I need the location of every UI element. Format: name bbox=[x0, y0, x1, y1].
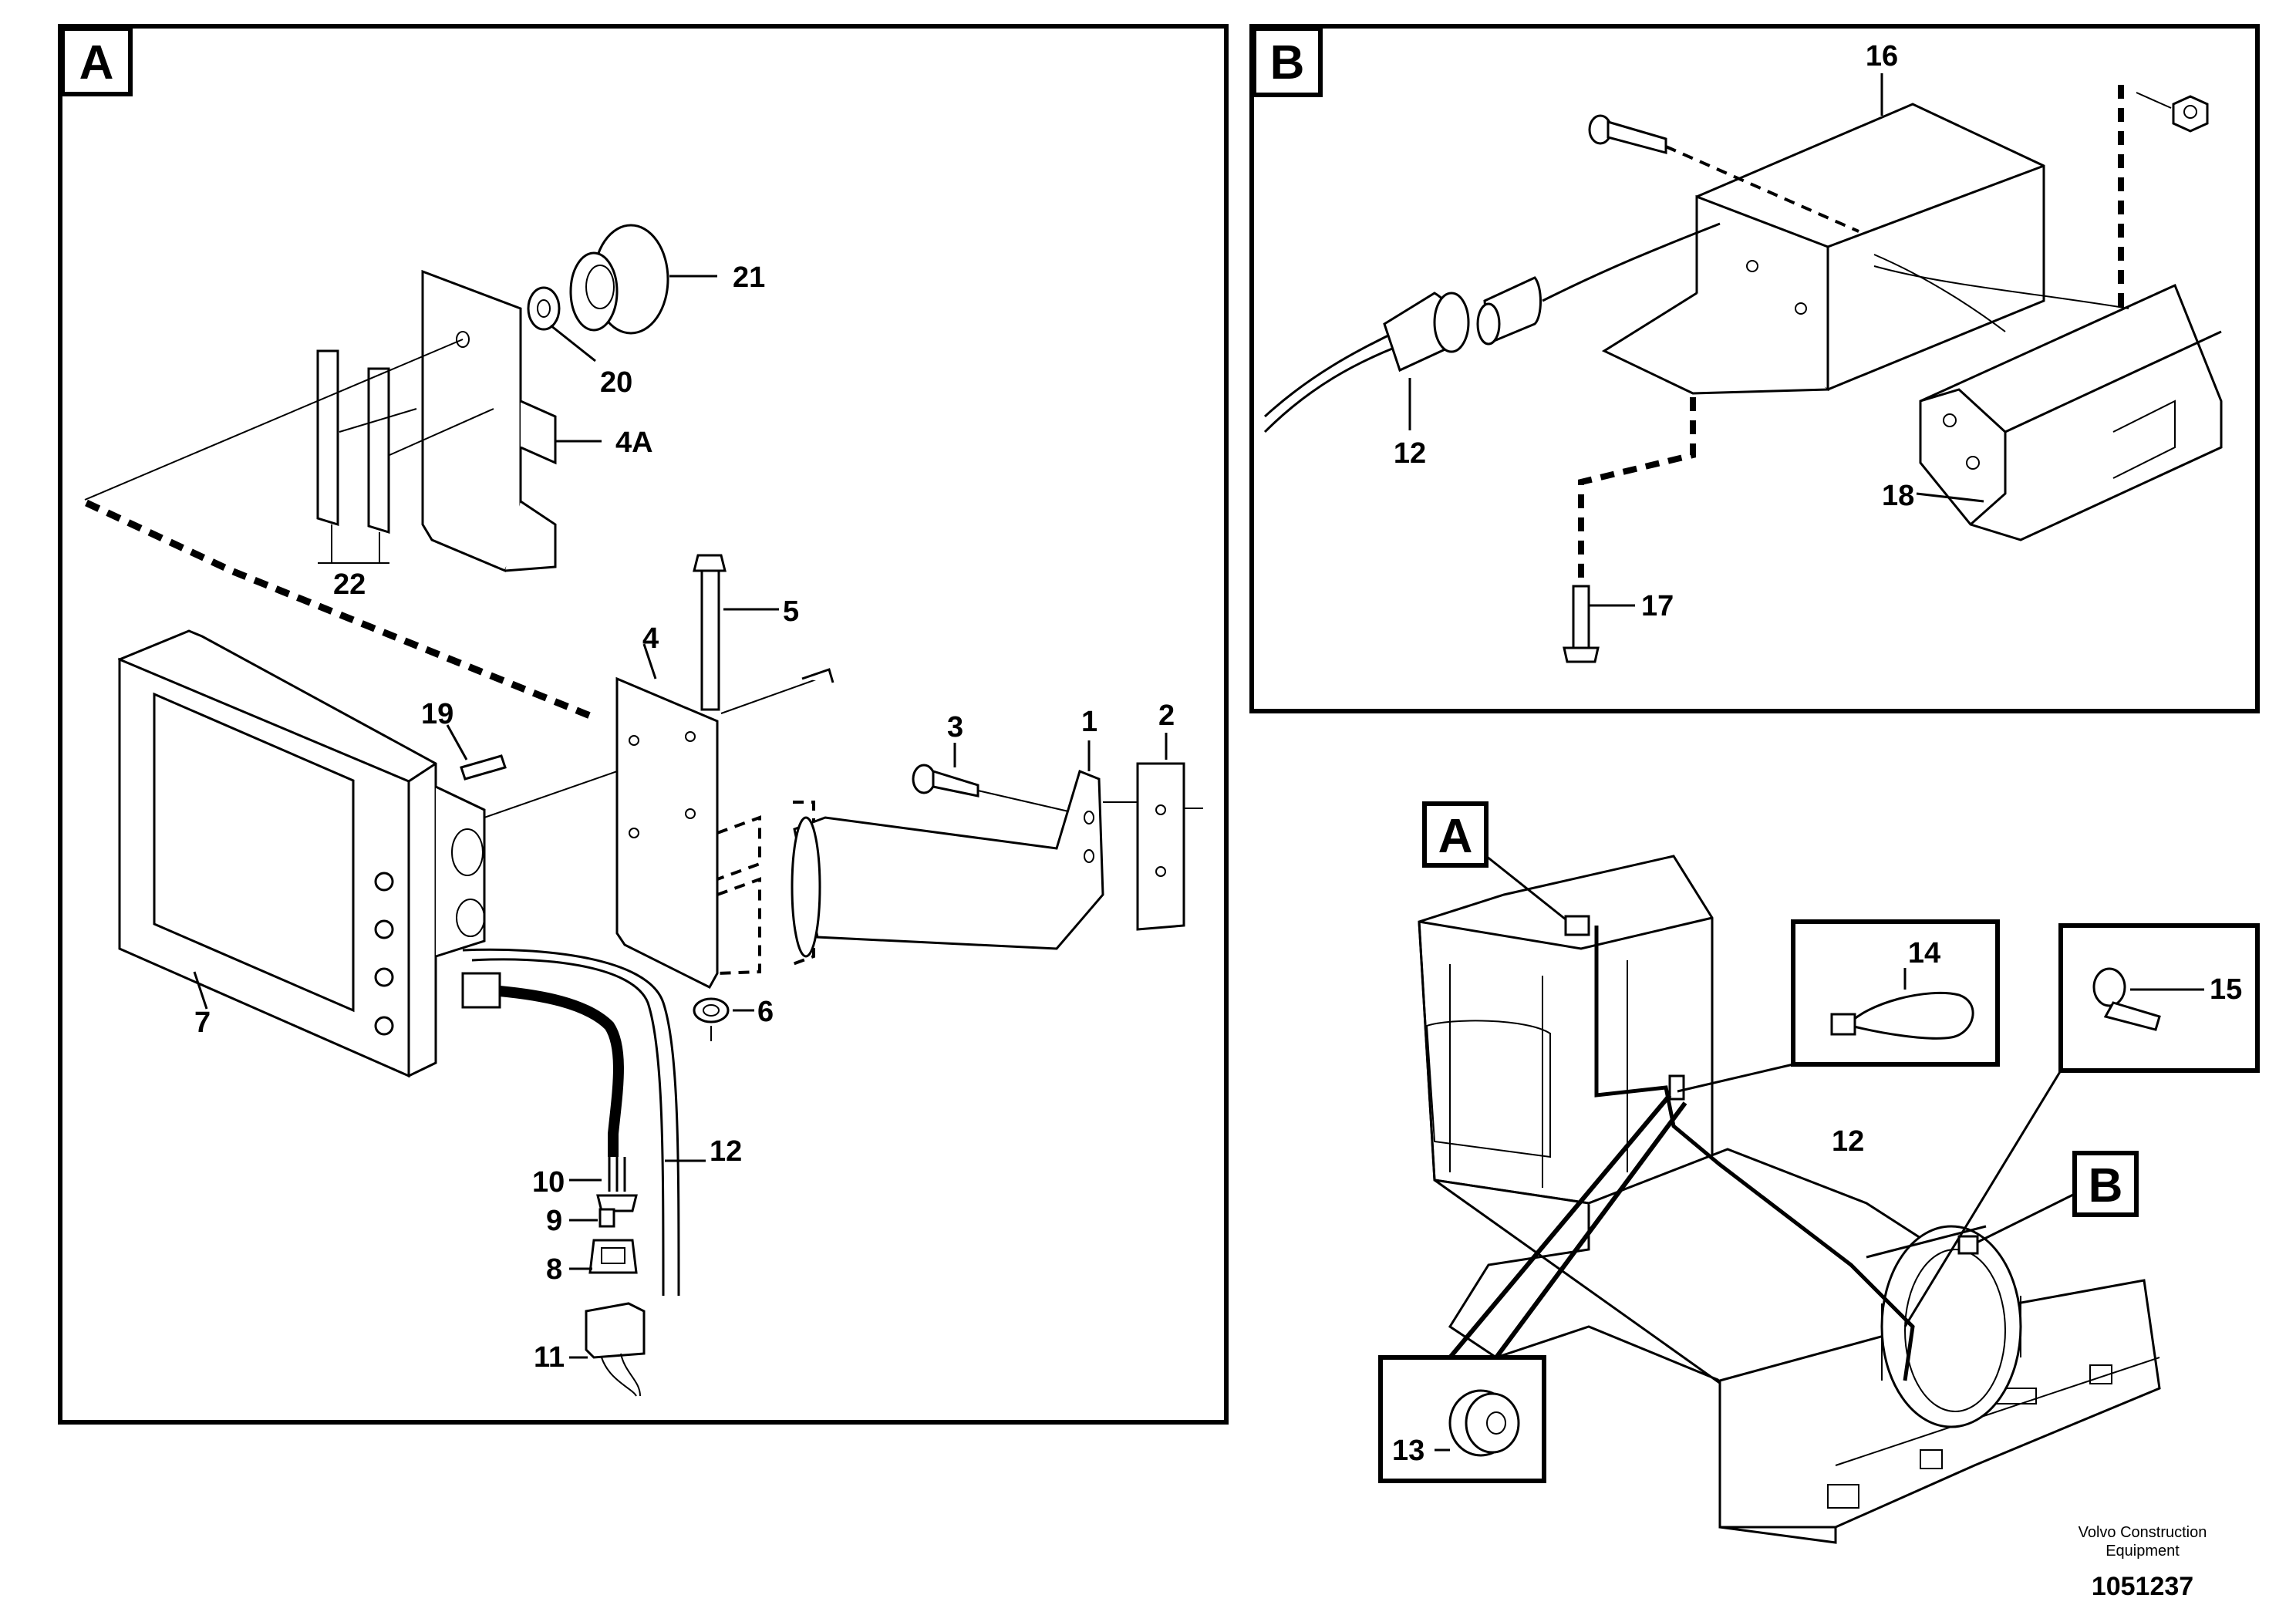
bracket-4 bbox=[615, 676, 815, 989]
label-6: 6 bbox=[757, 996, 774, 1028]
label-13: 13 bbox=[1392, 1435, 1424, 1467]
panel-a: A bbox=[58, 24, 1229, 1425]
panel-a-badge bbox=[60, 26, 133, 96]
bolt-3 bbox=[912, 764, 979, 798]
camera bbox=[1919, 283, 2223, 541]
panel-a-letter: A bbox=[79, 36, 114, 89]
harness bbox=[461, 948, 680, 1297]
label-21: 21 bbox=[733, 261, 765, 294]
label-3: 3 bbox=[947, 711, 963, 744]
panel-b-badge bbox=[1252, 26, 1323, 97]
relay-11 bbox=[585, 1302, 646, 1397]
overview-callout-a bbox=[1422, 801, 1489, 868]
overview-callout-b bbox=[2072, 1151, 2139, 1217]
label-7: 7 bbox=[194, 1007, 211, 1039]
machine-overview: A B 14 1 bbox=[1378, 801, 2260, 1544]
label-20: 20 bbox=[600, 366, 632, 399]
knob bbox=[569, 224, 669, 335]
label-19: 19 bbox=[421, 698, 453, 730]
overview-callout-a-letter: A bbox=[1438, 810, 1473, 863]
label-11: 11 bbox=[534, 1341, 565, 1374]
label-16: 16 bbox=[1866, 40, 1898, 73]
washer bbox=[527, 286, 561, 331]
connector-8 bbox=[588, 1239, 638, 1274]
label-18: 18 bbox=[1882, 480, 1914, 512]
panel-b-letter: B bbox=[1270, 36, 1305, 89]
brand-line2: Equipment bbox=[2106, 1543, 2180, 1560]
label-5: 5 bbox=[783, 595, 799, 628]
label-2: 2 bbox=[1158, 700, 1175, 732]
label-4a: 4A bbox=[615, 427, 653, 459]
label-14: 14 bbox=[1908, 937, 1940, 969]
camera-bracket bbox=[1601, 103, 2045, 395]
label-4: 4 bbox=[642, 622, 659, 655]
label-15: 15 bbox=[2210, 973, 2242, 1006]
detail-cable-tie bbox=[1791, 919, 2000, 1067]
spacer-block bbox=[1136, 762, 1185, 931]
label-12-overview: 12 bbox=[1832, 1125, 1864, 1158]
adhesive-pads bbox=[316, 349, 390, 534]
document-number: 1051237 bbox=[2092, 1572, 2193, 1601]
label-12-panel-b: 12 bbox=[1394, 437, 1426, 470]
screw-19 bbox=[460, 754, 507, 781]
label-12-panel-a: 12 bbox=[710, 1135, 742, 1168]
label-10: 10 bbox=[532, 1166, 565, 1199]
nut-top bbox=[2172, 95, 2209, 133]
panel-b: B bbox=[1249, 24, 2260, 713]
support-arm bbox=[791, 769, 1104, 958]
detail-clamp bbox=[2058, 923, 2260, 1073]
label-17: 17 bbox=[1641, 590, 1674, 622]
footer: Volvo Construction Equipment 1051237 bbox=[2079, 1524, 2207, 1601]
nut-6 bbox=[693, 997, 730, 1023]
bolt-top bbox=[1588, 114, 1667, 154]
label-9: 9 bbox=[546, 1205, 562, 1237]
detail-grommet bbox=[1378, 1355, 1546, 1483]
label-22: 22 bbox=[333, 568, 366, 601]
label-8: 8 bbox=[546, 1253, 562, 1286]
bolt-17 bbox=[1563, 585, 1600, 663]
camera-connector bbox=[1263, 222, 1721, 433]
terminal-9 bbox=[598, 1208, 615, 1228]
label-1: 1 bbox=[1081, 706, 1097, 738]
overview-callout-b-letter: B bbox=[2089, 1159, 2123, 1212]
display-unit bbox=[117, 629, 486, 1078]
brand-line1: Volvo Construction bbox=[2079, 1524, 2207, 1541]
bolt-5 bbox=[693, 554, 727, 711]
